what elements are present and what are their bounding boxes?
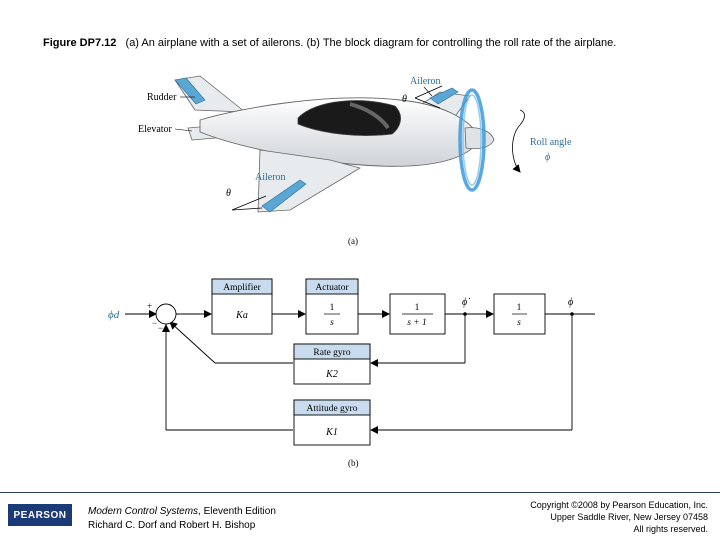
label-aileron-top: Aileron (410, 76, 441, 87)
label-elevator: Elevator (138, 124, 173, 135)
label-theta-bottom: θ (226, 188, 231, 199)
block-diagram-wires (125, 310, 595, 434)
label-aileron-bottom: Aileron (255, 172, 286, 183)
figure-caption-text: (a) An airplane with a set of ailerons. … (125, 37, 617, 49)
sublabel-b: (b) (348, 458, 359, 468)
takeoff-point-attitude (570, 312, 574, 316)
amplifier-title: Amplifier (223, 282, 261, 293)
rate-gyro-title: Rate gyro (313, 348, 350, 358)
figure-label: Figure DP7.12 (43, 37, 117, 49)
figure-caption: Figure DP7.12 (a) An airplane with a set… (43, 37, 616, 49)
plant1-denominator: s + 1 (407, 318, 427, 328)
label-input-phi-d: ϕd (108, 309, 120, 321)
roll-arrow-icon (512, 124, 521, 173)
canopy (297, 100, 401, 136)
label-rudder: Rudder (147, 92, 177, 103)
label-phi-out: ϕ (568, 297, 573, 308)
label-roll-phi: ϕ (545, 152, 550, 163)
sublabel-a: (a) (348, 236, 358, 246)
plant1-numerator: 1 (415, 303, 420, 313)
label-roll-angle: Roll angle (530, 137, 572, 148)
book-authors: Richard C. Dorf and Robert H. Bishop (88, 520, 256, 531)
tail-fin (174, 75, 247, 113)
pearson-logo: PEARSON (8, 504, 72, 526)
takeoff-point-rate (463, 312, 467, 316)
footer-divider (0, 492, 720, 493)
figure-canvas: Rudder Elevator Aileron θ Aileron θ Roll… (108, 75, 595, 468)
plant2-numerator: 1 (517, 303, 522, 313)
rudder-surface (174, 77, 206, 105)
rate-gyro-gain: K2 (325, 369, 338, 380)
amplifier-gain: Ka (235, 310, 248, 321)
nose-cone (464, 127, 495, 150)
actuator-numerator: 1 (330, 303, 335, 313)
summing-junction (155, 303, 177, 325)
attitude-gyro-title: Attitude gyro (307, 404, 358, 414)
label-theta-top: θ (402, 94, 407, 105)
book-title: Modern Control Systems (88, 506, 199, 517)
label-phi-dot: ϕ̇ (462, 297, 470, 308)
propeller-disc (458, 88, 486, 192)
copyright-line-1: Copyright ©2008 by Pearson Education, In… (530, 500, 708, 510)
copyright-notice: Copyright ©2008 by Pearson Education, In… (530, 499, 708, 535)
near-aileron (261, 179, 307, 213)
actuator-denominator: s (330, 318, 334, 328)
book-edition: , Eleventh Edition (198, 506, 276, 517)
attitude-gyro-gain: K1 (325, 427, 338, 438)
actuator-title: Actuator (315, 283, 349, 293)
copyright-line-2: Upper Saddle River, New Jersey 07458 (550, 512, 708, 522)
copyright-line-3: All rights reserved. (633, 524, 708, 534)
plant2-denominator: s (517, 318, 521, 328)
label-plus: + (147, 301, 152, 311)
label-minus-rate: − (152, 318, 157, 328)
far-aileron (429, 87, 459, 105)
blocks (211, 278, 546, 446)
book-credit: Modern Control Systems, Eleventh Edition… (88, 505, 276, 533)
airplane-illustration (174, 75, 525, 213)
label-minus-attitude: − (158, 323, 163, 333)
